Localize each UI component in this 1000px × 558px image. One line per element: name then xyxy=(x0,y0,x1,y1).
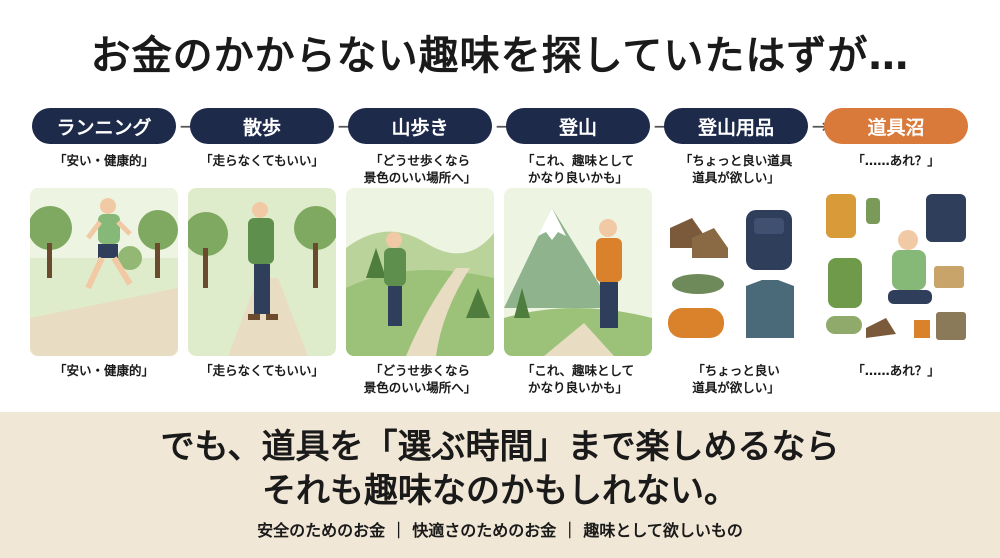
message-panel: でも、道具を「選ぶ時間」まで楽しめるなら それも趣味なのかもしれない。 安全のた… xyxy=(0,412,1000,558)
stage-quote-bottom: 「どうせ歩くなら 景色のいい場所へ」 xyxy=(363,363,477,395)
stage-label: ランニング xyxy=(32,108,176,144)
stage-walking: 散歩 「走らなくてもいい」 「走らなくてもいい」 xyxy=(188,108,336,408)
stage-quote-top: 「安い・健康的」 xyxy=(53,153,154,168)
stage-quote-top: 「……あれ？」 xyxy=(852,153,940,168)
stage-quote-bottom: 「これ、趣味として かなり良いかも」 xyxy=(521,363,635,395)
stage-mountain-climbing: 登山 「これ、趣味として かなり良いかも」 「これ、趣味として かなり良いかも」 xyxy=(504,108,652,408)
stage-hill-walking: 山歩き 「どうせ歩くなら 景色のいい場所へ」 「どうせ歩くなら 景色のいい場所へ… xyxy=(346,108,494,408)
stage-quote-bottom: 「ちょっと良い 道具が欲しい」 xyxy=(692,363,780,395)
gear-illustration xyxy=(662,188,810,356)
walking-illustration xyxy=(188,188,336,356)
page-title: お金のかからない趣味を探していたはずが… xyxy=(90,33,910,79)
stage-quote-bottom: 「走らなくてもいい」 xyxy=(200,363,324,378)
stage-quote-top: 「どうせ歩くなら 景色のいい場所へ」 xyxy=(363,153,477,185)
footnote: 安全のためのお金 ｜ 快適さのためのお金 ｜ 趣味として欲しいもの xyxy=(257,521,743,540)
stage-gear: 登山用品 「ちょっと良い道具 道具が欲しい」 「ちょっと良い 道具が欲しい」 xyxy=(662,108,810,408)
stage-label: 山歩き xyxy=(348,108,492,144)
stage-quote-bottom: 「安い・健康的」 xyxy=(53,363,154,378)
stage-running: ランニング 「安い・健康的」 「安い・健康的」 xyxy=(30,108,178,408)
stage-label: 道具沼 xyxy=(824,108,968,144)
hill-walking-illustration xyxy=(346,188,494,356)
stage-label: 登山 xyxy=(506,108,650,144)
stage-quote-top: 「ちょっと良い道具 道具が欲しい」 xyxy=(679,153,793,185)
mountain-climbing-illustration xyxy=(504,188,652,356)
main-message-line1: でも、道具を「選ぶ時間」まで楽しめるなら xyxy=(160,427,840,467)
stage-gear-swamp: 道具沼 「……あれ？」 「……あれ？」 xyxy=(822,108,970,408)
stage-quote-top: 「これ、趣味として かなり良いかも」 xyxy=(521,153,635,185)
stage-quote-bottom: 「……あれ？」 xyxy=(852,363,940,378)
running-illustration xyxy=(30,188,178,356)
stage-label: 登山用品 xyxy=(664,108,808,144)
stage-label: 散歩 xyxy=(190,108,334,144)
gear-swamp-illustration xyxy=(822,188,970,356)
main-message-line2: それも趣味なのかもしれない。 xyxy=(262,471,738,511)
stage-flow: ランニング 「安い・健康的」 「安い・健康的」 → 散歩 「走 xyxy=(30,108,970,408)
stage-quote-top: 「走らなくてもいい」 xyxy=(200,153,324,168)
